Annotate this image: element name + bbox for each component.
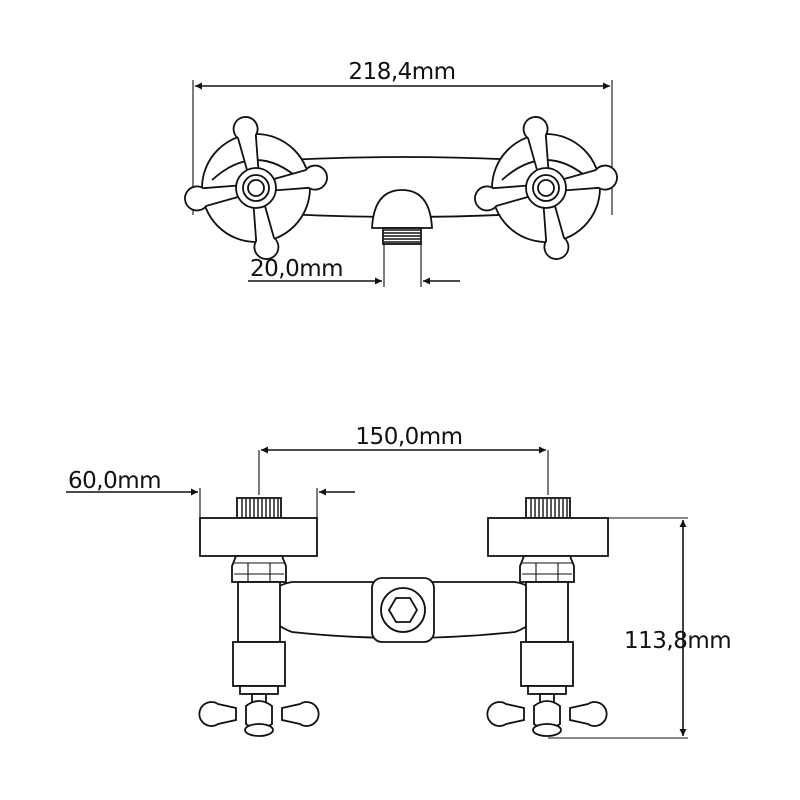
right-inlet-assembly (486, 497, 609, 737)
depth-label: 113,8mm (624, 628, 731, 654)
flange-diameter-dimension: 60,0mm (66, 468, 355, 518)
outlet-thread (384, 229, 420, 243)
outlet-dome (371, 189, 433, 229)
left-inlet-assembly (198, 497, 320, 737)
inlet-centers-label: 150,0mm (355, 424, 462, 450)
right-cross-handle-top (474, 116, 618, 260)
outlet-diameter-dimension: 20,0mm (248, 256, 460, 285)
right-inlet-thread (530, 499, 568, 517)
top-view: 218,4mm 20,0mm (184, 59, 618, 287)
inlet-centers-dimension: 150,0mm (258, 424, 549, 495)
flange-diameter-label: 60,0mm (68, 468, 161, 494)
overall-width-dimension: 218,4mm (192, 59, 613, 215)
front-view: 150,0mm 60,0mm 113,8mm (66, 424, 732, 739)
overall-width-label: 218,4mm (348, 59, 455, 85)
right-flange (487, 517, 609, 557)
left-flange (199, 517, 318, 557)
depth-dimension: 113,8mm (548, 517, 732, 739)
outlet-hex-nut (371, 577, 435, 643)
left-cross-handle-top (184, 116, 328, 260)
outlet-diameter-label: 20,0mm (250, 256, 343, 282)
left-inlet-thread (241, 499, 279, 517)
